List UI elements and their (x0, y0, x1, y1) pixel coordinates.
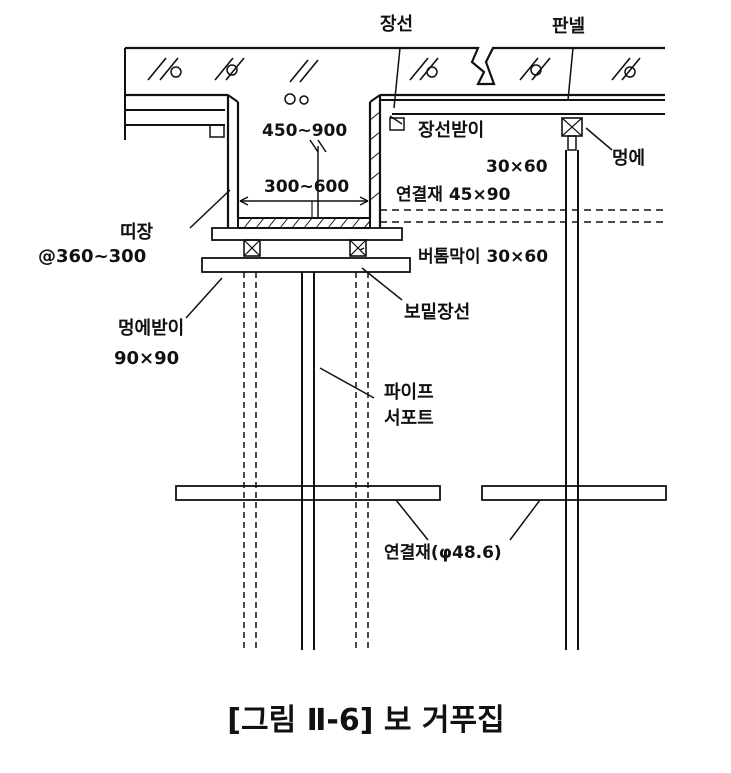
label-jangseon-bati: 장선받이 (418, 120, 484, 141)
concrete-slab (124, 46, 665, 140)
rebar-marks (147, 57, 641, 105)
label-tti-jang: 띠장 (120, 222, 154, 243)
label-connector-45x90: 연결재 45×90 (396, 185, 511, 205)
label-meongye-bati: 멍에받이 (118, 318, 184, 339)
label-beoteum-maki: 버톰막이 30×60 (418, 247, 548, 267)
dimension-width (239, 196, 369, 218)
label-support: 서포트 (384, 408, 434, 429)
label-spacing: @360~300 (38, 246, 146, 267)
pipe-supports (243, 272, 369, 650)
label-panel: 판넬 (552, 16, 585, 37)
beam-form (201, 94, 411, 273)
label-jangseon: 장선 (380, 14, 413, 35)
label-pipe: 파이프 (384, 382, 434, 403)
label-dim-90x90: 90×90 (114, 348, 179, 369)
dimension-depth (309, 139, 327, 218)
slab-prop (561, 117, 583, 650)
figure-caption: [그림 Ⅱ-6] 보 거푸집 (227, 703, 504, 738)
pipe-connectors (175, 485, 667, 501)
label-meongye: 멍에 (612, 148, 645, 169)
label-bomit-jangseon: 보밑장선 (404, 302, 470, 323)
timber-connector (380, 209, 665, 223)
left-slab-form (125, 109, 225, 138)
right-slab-form (380, 99, 665, 131)
label-dim-300-600: 300~600 (264, 177, 349, 197)
label-dim-450-900: 450~900 (262, 121, 347, 141)
leader-lines (185, 47, 613, 541)
label-dim-30x60: 30×60 (486, 157, 548, 177)
label-connector-pipe: 연결재(φ48.6) (384, 543, 502, 563)
